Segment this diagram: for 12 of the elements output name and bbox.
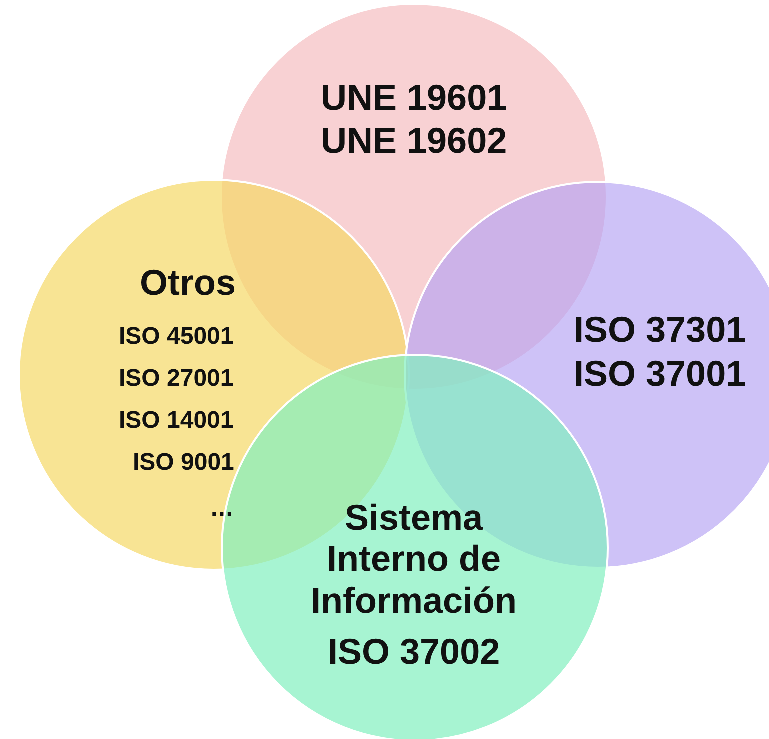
circle-label: ISO 14001: [119, 407, 234, 435]
circle-label: ISO 37002: [328, 631, 500, 672]
circle-label: Sistema Interno de Información: [310, 497, 518, 622]
circle-heading: Otros: [140, 262, 236, 304]
circle-label: ISO 37001: [574, 353, 746, 394]
circle-label: UNE 19601: [321, 77, 508, 118]
circle-label: ISO 9001: [133, 449, 234, 477]
circle-label: ISO 27001: [119, 365, 234, 393]
circle-label: ISO 45001: [119, 323, 234, 351]
circle-label: UNE 19602: [321, 120, 508, 162]
circle-label: ISO 37301: [574, 309, 746, 350]
circle-label: …: [210, 495, 234, 523]
